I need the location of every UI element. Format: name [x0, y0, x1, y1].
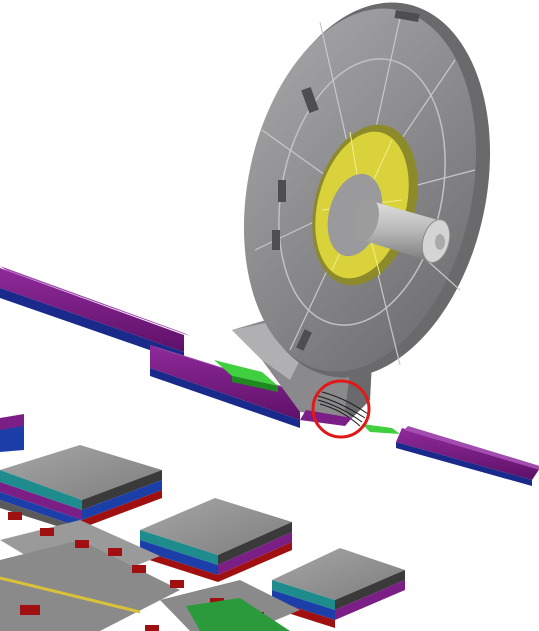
green-mount-pad [214, 360, 400, 434]
purple-beam-right [396, 426, 539, 486]
highlight-circle [311, 379, 371, 439]
component-stack-3 [272, 548, 405, 628]
component-stack-2 [140, 498, 292, 582]
axle-cylinder [353, 198, 451, 264]
purple-beam-left [0, 266, 310, 428]
circuit-board [186, 598, 290, 631]
component-stack-1 [0, 414, 162, 534]
